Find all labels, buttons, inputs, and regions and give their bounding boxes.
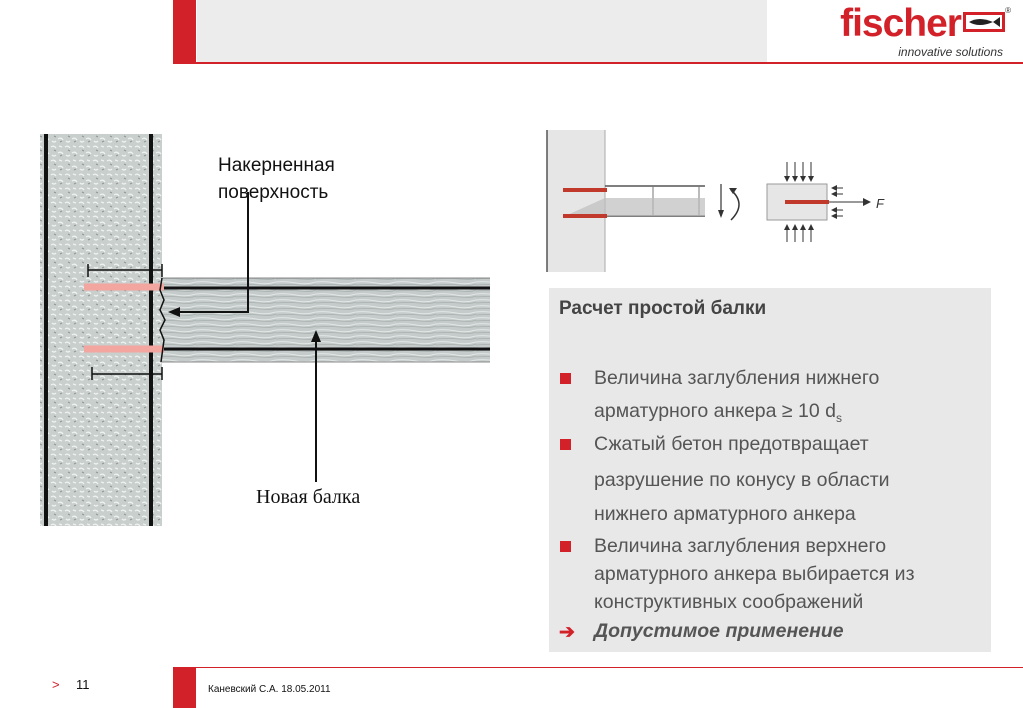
logo-tagline: innovative solutions	[898, 45, 1003, 59]
author-date: Каневский С.А. 18.05.2011	[208, 684, 331, 695]
bullet-2-line-1: Сжатый бетон предотвращает	[594, 433, 869, 455]
concrete-wall	[40, 134, 162, 526]
bullet-1-line-1: Величина заглубления нижнего	[594, 367, 880, 389]
static-scheme: F	[546, 130, 885, 272]
header-divider	[173, 62, 1023, 64]
arrow-right-icon: ➔	[559, 622, 575, 643]
roughened-joint	[159, 277, 166, 363]
bullet-marker	[560, 373, 571, 384]
bullet-2-line-2: разрушение по конусу в области	[594, 469, 890, 491]
surface-label: Накерненная поверхность	[218, 155, 335, 203]
panel-title: Расчет простой балки	[559, 298, 767, 319]
force-label: F	[876, 196, 885, 211]
new-beam-label: Новая балка	[256, 486, 361, 508]
bullet-3-line-3: конструктивных соображений	[594, 591, 864, 613]
header-gray-band	[197, 0, 767, 62]
surface-pointer	[174, 192, 249, 313]
bullet-2-line-3: нижнего арматурного анкера	[594, 503, 856, 525]
header-red-block	[173, 0, 196, 62]
registered-mark: ®	[1005, 6, 1011, 15]
bullet-marker	[560, 439, 571, 450]
info-panel	[549, 288, 991, 652]
logo-wordmark: fischer	[840, 2, 962, 45]
wall-beam-diagram	[40, 134, 490, 526]
page-number: 11	[76, 677, 90, 692]
page-marker: >	[52, 677, 60, 692]
bullet-1-line-2: арматурного анкера ≥ 10 ds	[594, 400, 842, 425]
fish-logo-icon	[963, 12, 1005, 32]
conclusion-text: Допустимое применение	[594, 620, 844, 642]
footer-divider	[173, 667, 1023, 668]
bullet-3-line-1: Величина заглубления верхнего	[594, 535, 887, 557]
bullet-marker	[560, 541, 571, 552]
bullet-3-line-2: арматурного анкера выбирается из	[594, 563, 915, 585]
footer-red-block	[173, 667, 196, 708]
